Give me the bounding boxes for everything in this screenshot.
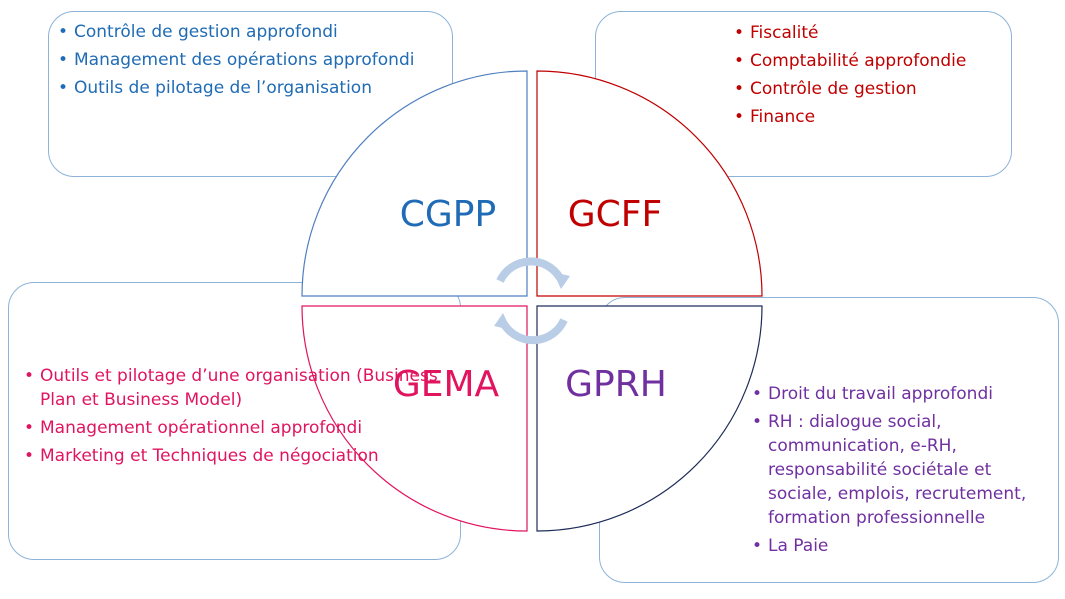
list-item: Finance (732, 105, 1012, 129)
arrowhead-top (553, 272, 570, 289)
list-item: RH : dialogue social, communication, e-R… (750, 410, 1055, 530)
cgpp-label: CGPP (400, 194, 496, 235)
cgpp-quadrant (301, 70, 528, 297)
circular-arrows-icon (496, 257, 568, 345)
list-item: Contrôle de gestion approfondi (56, 20, 436, 44)
list-item: Fiscalité (732, 21, 1012, 45)
list-item: Management opérationnel approfondi (22, 416, 452, 440)
list-item: Marketing et Techniques de négociation (22, 444, 452, 468)
list-item: Outils de pilotage de l’organisation (56, 76, 436, 100)
list-item: Comptabilité approfondie (732, 49, 1012, 73)
cgpp-topic-list: Contrôle de gestion approfondi Managemen… (56, 20, 436, 104)
list-item: Management des opérations approfondi (56, 48, 436, 72)
gprh-quadrant (536, 305, 763, 532)
gcff-quadrant (536, 70, 763, 297)
gcff-label: GCFF (568, 194, 662, 235)
arrowhead-bottom (494, 313, 511, 330)
list-item: La Paie (750, 534, 1055, 558)
gprh-topic-list: Droit du travail approfondi RH : dialogu… (750, 382, 1055, 562)
list-item: Contrôle de gestion (732, 77, 1012, 101)
list-item: Outils et pilotage d’une organisation (B… (22, 364, 452, 412)
gcff-topic-list: Fiscalité Comptabilité approfondie Contr… (732, 21, 1012, 133)
list-item: Droit du travail approfondi (750, 382, 1055, 406)
gprh-label: GPRH (565, 364, 667, 405)
gema-topic-list: Outils et pilotage d’une organisation (B… (22, 364, 452, 472)
